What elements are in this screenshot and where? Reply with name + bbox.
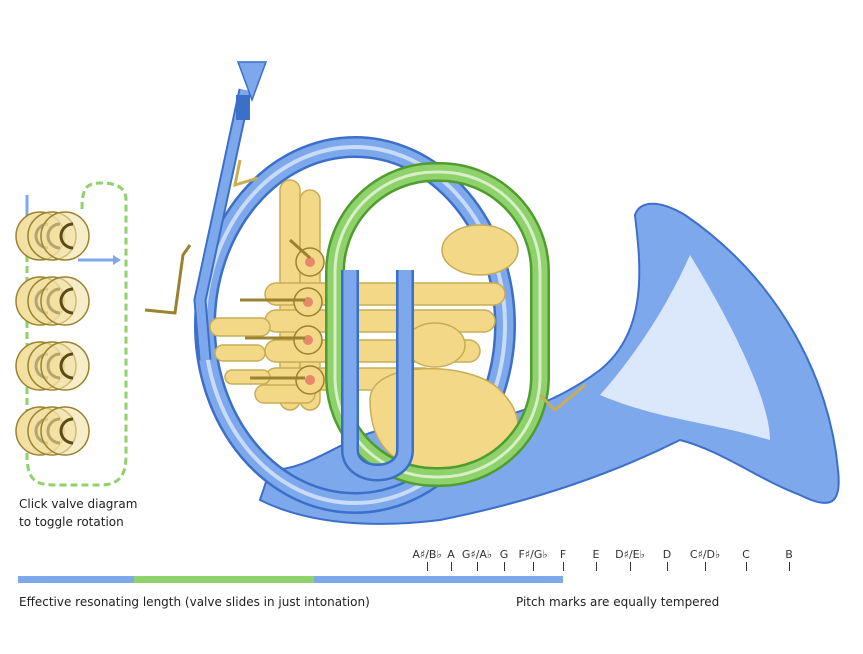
note-tick (504, 562, 505, 571)
note-label: E (592, 548, 600, 561)
mouthpiece (236, 61, 268, 103)
note-label: C (742, 548, 750, 561)
bell-inner (600, 255, 770, 440)
note-tick (477, 562, 478, 571)
note-label: C♯/D♭ (689, 548, 721, 561)
length-caption: Effective resonating length (valve slide… (19, 595, 370, 609)
note-tick (451, 562, 452, 571)
rotary-valve-icon[interactable] (15, 276, 90, 326)
note-tick (563, 562, 564, 571)
rotary-valve-icon[interactable] (15, 211, 90, 261)
pitch-caption: Pitch marks are equally tempered (516, 595, 720, 609)
note-label: B (785, 548, 793, 561)
note-label: G (499, 548, 509, 561)
valve-diagram[interactable] (15, 181, 128, 487)
valve-cluster (293, 247, 325, 395)
valve-levers (144, 238, 312, 380)
note-tick (705, 562, 706, 571)
note-label: A♯/B♭ (412, 548, 442, 561)
horn-illustration (144, 61, 840, 525)
note-label: F♯/G♭ (518, 548, 548, 561)
note-tick (630, 562, 631, 571)
note-label: F (559, 548, 567, 561)
note-tick (789, 562, 790, 571)
note-tick (746, 562, 747, 571)
rotary-valve-icon[interactable] (15, 406, 90, 456)
length-segment (314, 576, 563, 583)
note-label: D♯/E♭ (615, 548, 645, 561)
note-label: G♯/A♭ (461, 548, 493, 561)
length-segment (134, 576, 314, 583)
note-tick (667, 562, 668, 571)
valve-routing-path (25, 181, 128, 487)
length-segment (18, 576, 134, 583)
rotary-valve-icon[interactable] (15, 341, 90, 391)
valve-toggle-hint: Click valve diagram to toggle rotation (19, 497, 138, 529)
note-tick (427, 562, 428, 571)
note-tick (596, 562, 597, 571)
note-tick (533, 562, 534, 571)
note-label: D (662, 548, 672, 561)
note-label: A (447, 548, 455, 561)
